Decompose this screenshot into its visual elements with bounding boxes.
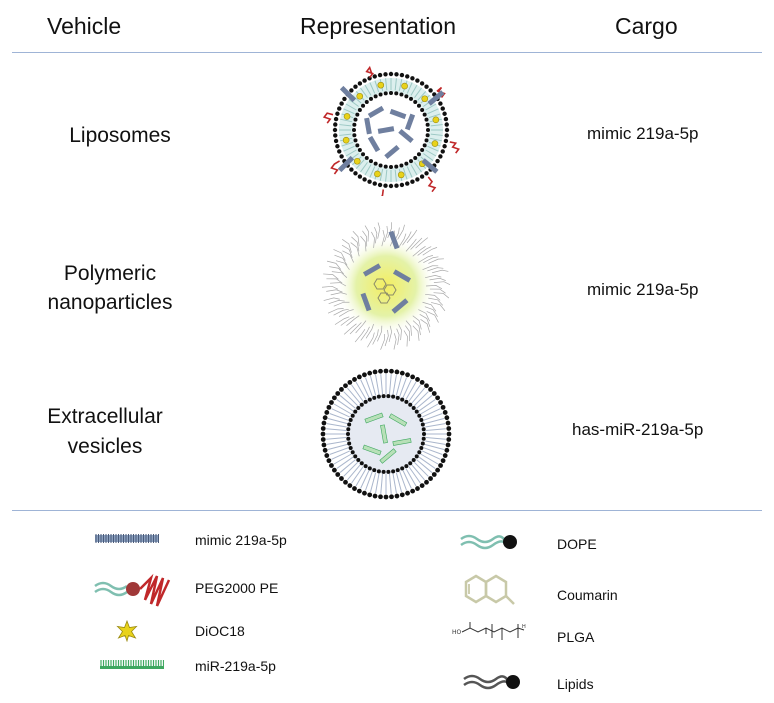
coumarin-structure-icon [462, 570, 520, 614]
header-vehicle: Vehicle [47, 13, 122, 39]
legend-dioc18-label: DiOC18 [195, 623, 245, 639]
cargo-liposomes: mimic 219a-5p [587, 124, 699, 143]
vehicle-polymeric-line1: Polymeric [63, 262, 157, 285]
legend-plga-label: PLGA [557, 629, 595, 645]
dope-lipid-icon [459, 530, 519, 554]
svg-text:HO: HO [452, 629, 462, 636]
vehicle-ev-line2: vesicles [67, 435, 143, 458]
legend-mir-label: miR-219a-5p [195, 658, 276, 674]
header-representation: Representation [300, 13, 456, 39]
legend-dope-label: DOPE [557, 536, 597, 552]
dioc18-star-icon [116, 620, 138, 642]
mimic-strand-icon [95, 532, 159, 544]
cargo-ev: has-miR-219a-5p [572, 420, 704, 439]
header-cargo: Cargo [615, 13, 678, 39]
polymeric-nanoparticle-illustration [318, 220, 454, 352]
legend-peg-label: PEG2000 PE [195, 580, 279, 596]
plga-structure-icon: HO H [452, 620, 528, 652]
vehicle-ev-line1: Extracellular [47, 405, 163, 428]
header-divider [12, 52, 762, 53]
peg2000-pe-icon [93, 570, 173, 612]
vehicle-liposomes: Liposomes [69, 124, 171, 147]
extracellular-vesicle-illustration [318, 366, 454, 502]
liposome-illustration [318, 64, 464, 196]
legend-divider [12, 510, 762, 511]
legend-lipids-label: Lipids [557, 676, 594, 692]
cargo-polymeric: mimic 219a-5p [587, 280, 699, 299]
svg-text:H: H [522, 624, 526, 630]
lipid-icon [462, 670, 522, 694]
legend-mimic-label: mimic 219a-5p [195, 532, 287, 548]
legend-coumarin-label: Coumarin [557, 587, 618, 603]
vehicle-polymeric-line2: nanoparticles [47, 291, 173, 314]
mir-strand-icon [100, 660, 164, 672]
